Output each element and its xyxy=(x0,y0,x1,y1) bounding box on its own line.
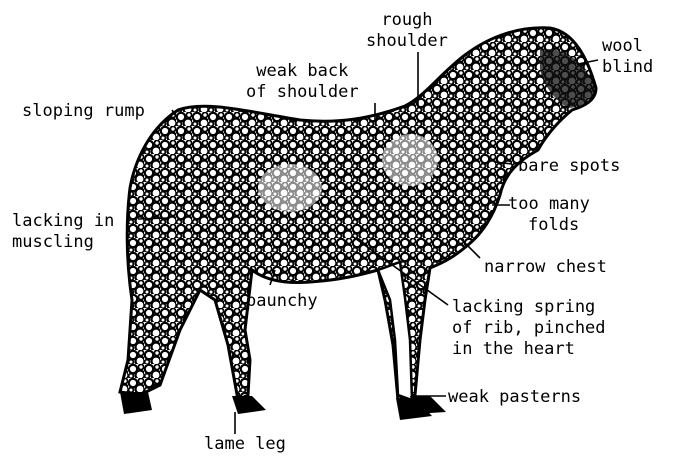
label-lacking-in-muscling: lacking in muscling xyxy=(12,211,114,253)
sheep-hoof xyxy=(120,392,152,414)
label-sloping-rump: sloping rump xyxy=(22,101,145,122)
label-bare-spots: bare spots xyxy=(518,156,620,177)
label-weak-back-of-shoulder: weak back of shoulder xyxy=(246,61,359,103)
label-narrow-chest: narrow chest xyxy=(484,257,607,278)
label-lacking-spring-of-rib: lacking spring of rib, pinched in the he… xyxy=(452,297,606,360)
label-too-many-folds: too many folds xyxy=(508,194,590,236)
label-wool-blind: wool blind xyxy=(602,36,653,78)
label-weak-pasterns: weak pasterns xyxy=(448,387,581,408)
label-lame-leg: lame leg xyxy=(204,434,286,455)
label-paunchy: paunchy xyxy=(246,291,318,312)
sheep-hoof xyxy=(410,396,446,414)
label-rough-shoulder: rough shoulder xyxy=(366,10,448,52)
sheep-hoof xyxy=(232,396,266,414)
